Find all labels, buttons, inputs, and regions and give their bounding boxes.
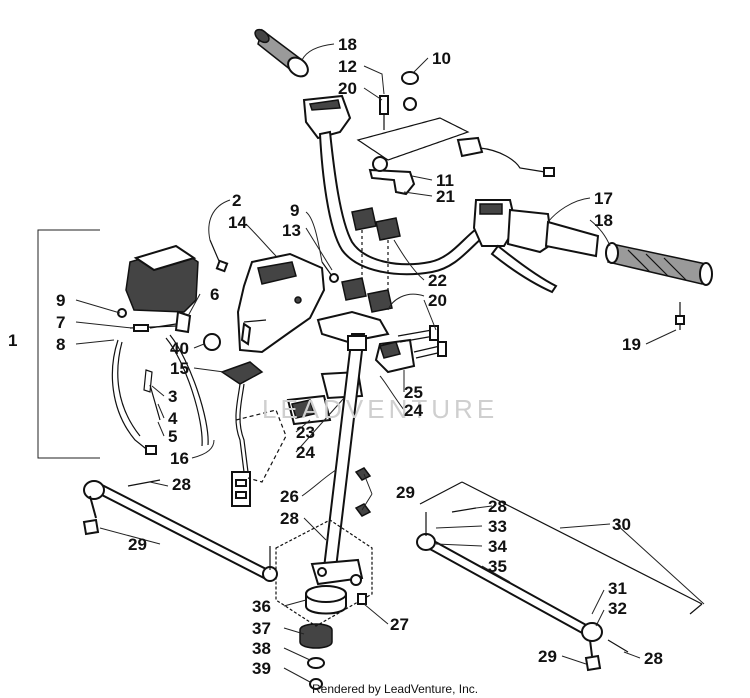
callout-31: 31 [608, 579, 627, 598]
callout-16: 16 [170, 449, 189, 468]
right-grip [605, 242, 713, 286]
tie-rod-left [83, 479, 278, 582]
callout-labels: 18 12 20 10 11 21 17 18 2 14 9 13 22 20 … [8, 35, 663, 678]
callout-13: 13 [282, 221, 301, 240]
lower-clamps [286, 338, 416, 426]
callout-11: 11 [436, 171, 454, 190]
callout-27: 27 [390, 615, 409, 634]
switch-panel [220, 361, 264, 507]
callout-18: 18 [338, 35, 357, 54]
callout-3: 3 [168, 387, 177, 406]
callout-9: 9 [290, 201, 299, 220]
callout-4: 4 [168, 409, 178, 428]
callout-10: 10 [432, 49, 451, 68]
callout-30: 30 [612, 515, 631, 534]
callout-7: 7 [56, 313, 65, 332]
callout-12: 12 [338, 57, 357, 76]
callout-35: 35 [488, 557, 507, 576]
parts-artwork [82, 28, 713, 690]
callout-22: 22 [428, 271, 447, 290]
group-bracket-1 [37, 229, 100, 459]
callout-2: 2 [232, 191, 241, 210]
callout-39: 39 [252, 659, 271, 678]
callout-9-left: 9 [56, 291, 65, 310]
footer-credit: Rendered by LeadVenture, Inc. [312, 682, 478, 696]
callout-18-right: 18 [594, 211, 613, 230]
callout-21: 21 [436, 187, 455, 206]
callout-29-mid: 29 [396, 483, 415, 502]
callout-14: 14 [228, 213, 247, 232]
callout-26: 26 [280, 487, 299, 506]
watermark: LEADVENTURE [262, 394, 498, 424]
callout-37: 37 [252, 619, 271, 638]
leader-lines [75, 43, 677, 683]
console-housing [236, 252, 326, 354]
callout-34: 34 [488, 537, 507, 556]
callout-28-mid: 28 [280, 509, 299, 528]
callout-20: 20 [338, 79, 357, 98]
callout-15: 15 [170, 359, 189, 378]
column-bearing [299, 585, 347, 690]
handlebar [318, 130, 484, 276]
callout-17: 17 [594, 189, 613, 208]
gauge-pod [117, 244, 199, 334]
callout-24-lower: 24 [296, 443, 315, 462]
group-bracket-30 [615, 523, 705, 605]
callout-6: 6 [210, 285, 219, 304]
callout-33: 33 [488, 517, 507, 536]
left-switch-housing [302, 94, 352, 140]
callout-25: 25 [404, 383, 423, 402]
callout-23: 23 [296, 423, 315, 442]
tether-switch [368, 71, 555, 196]
callout-29-left: 29 [128, 535, 147, 554]
callout-8: 8 [56, 335, 65, 354]
clamp-bolts [209, 239, 447, 359]
callout-29-right: 29 [538, 647, 557, 666]
callout-36: 36 [252, 597, 271, 616]
callout-28-bottom: 28 [644, 649, 663, 668]
steering-column [322, 333, 367, 569]
throttle-brake-assembly [472, 199, 600, 294]
callout-1: 1 [8, 331, 17, 350]
callout-20-mid: 20 [428, 291, 447, 310]
mounting-screws-top [379, 95, 389, 130]
callout-5: 5 [168, 427, 177, 446]
upper-clamps [341, 207, 401, 313]
callout-38: 38 [252, 639, 271, 658]
callout-19: 19 [622, 335, 641, 354]
callout-32: 32 [608, 599, 627, 618]
callout-24: 24 [404, 401, 423, 420]
callout-28-right: 28 [488, 497, 507, 516]
tie-rod-right [416, 507, 629, 657]
left-grip [254, 28, 309, 78]
callout-28-left: 28 [172, 475, 191, 494]
wire-harness-left [111, 334, 209, 455]
callout-40: 40 [170, 339, 189, 358]
